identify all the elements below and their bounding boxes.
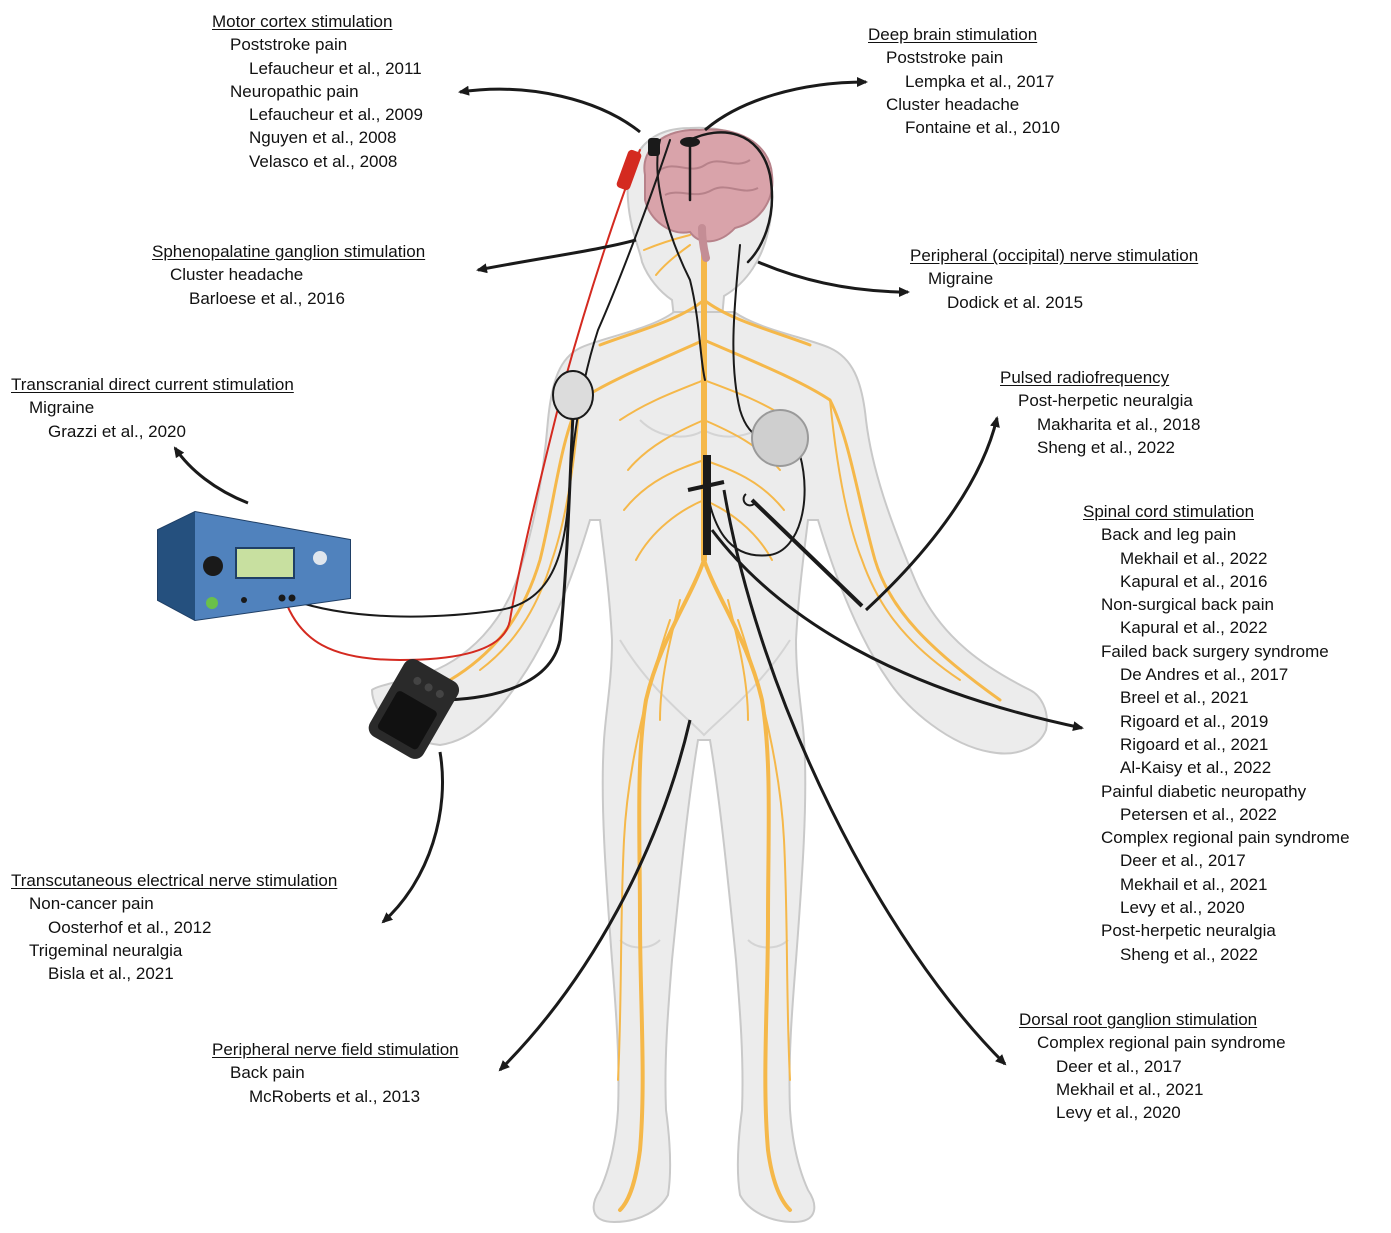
condition-label: Painful diabetic neuropathy xyxy=(1083,780,1350,803)
condition-label: Back and leg pain xyxy=(1083,523,1350,546)
citation-label: Levy et al., 2020 xyxy=(1083,896,1350,919)
spinal-cord-electrode xyxy=(703,455,711,555)
dbs-burr-cap xyxy=(680,137,700,147)
arrow-occipital xyxy=(758,262,908,292)
deep-brain-heading: Deep brain stimulation xyxy=(868,23,1060,46)
sphenopalatine-heading: Sphenopalatine ganglion stimulation xyxy=(152,240,425,263)
tdcs-screen xyxy=(236,548,294,578)
spinal-cord-heading: Spinal cord stimulation xyxy=(1083,500,1350,523)
citation-label: Lefaucheur et al., 2009 xyxy=(212,103,423,126)
sphenopalatine-block: Sphenopalatine ganglion stimulation Clus… xyxy=(152,240,425,310)
condition-label: Cluster headache xyxy=(868,93,1060,116)
citation-label: Mekhail et al., 2021 xyxy=(1019,1078,1286,1101)
condition-label: Complex regional pain syndrome xyxy=(1083,826,1350,849)
pulsed-rf-block: Pulsed radiofrequency Post-herpetic neur… xyxy=(1000,366,1200,459)
citation-label: Mekhail et al., 2021 xyxy=(1083,873,1350,896)
tdcs-heading: Transcranial direct current stimulation xyxy=(11,373,294,396)
pnfs-heading: Peripheral nerve field stimulation xyxy=(212,1038,459,1061)
condition-label: Complex regional pain syndrome xyxy=(1019,1031,1286,1054)
citation-label: Grazzi et al., 2020 xyxy=(11,420,294,443)
scalp-electrode-black xyxy=(648,138,660,156)
citation-label: Fontaine et al., 2010 xyxy=(868,116,1060,139)
implanted-pulse-generator xyxy=(752,410,808,466)
citation-label: Rigoard et al., 2021 xyxy=(1083,733,1350,756)
pulsed-rf-heading: Pulsed radiofrequency xyxy=(1000,366,1200,389)
citation-label: De Andres et al., 2017 xyxy=(1083,663,1350,686)
occipital-block: Peripheral (occipital) nerve stimulation… xyxy=(910,244,1198,314)
citation-label: Kapural et al., 2016 xyxy=(1083,570,1350,593)
condition-label: Non-surgical back pain xyxy=(1083,593,1350,616)
citation-label: Deer et al., 2017 xyxy=(1019,1055,1286,1078)
condition-label: Poststroke pain xyxy=(868,46,1060,69)
tdcs-port-1 xyxy=(279,595,286,602)
condition-label: Cluster headache xyxy=(152,263,425,286)
citation-label: Makharita et al., 2018 xyxy=(1000,413,1200,436)
citation-label: Velasco et al., 2008 xyxy=(212,150,423,173)
condition-label: Migraine xyxy=(910,267,1198,290)
citation-label: Kapural et al., 2022 xyxy=(1083,616,1350,639)
condition-label: Migraine xyxy=(11,396,294,419)
tdcs-port-2 xyxy=(289,595,296,602)
citation-label: Rigoard et al., 2019 xyxy=(1083,710,1350,733)
motor-cortex-block: Motor cortex stimulation Poststroke pain… xyxy=(212,10,423,173)
condition-label: Non-cancer pain xyxy=(11,892,337,915)
pnfs-block: Peripheral nerve field stimulation Back … xyxy=(212,1038,459,1108)
tdcs-block: Transcranial direct current stimulation … xyxy=(11,373,294,443)
citation-label: Breel et al., 2021 xyxy=(1083,686,1350,709)
condition-label: Neuropathic pain xyxy=(212,80,423,103)
condition-label: Poststroke pain xyxy=(212,33,423,56)
citation-label: Mekhail et al., 2022 xyxy=(1083,547,1350,570)
occipital-heading: Peripheral (occipital) nerve stimulation xyxy=(910,244,1198,267)
drg-heading: Dorsal root ganglion stimulation xyxy=(1019,1008,1286,1031)
citation-label: Nguyen et al., 2008 xyxy=(212,126,423,149)
citation-label: Dodick et al. 2015 xyxy=(910,291,1198,314)
citation-label: Al-Kaisy et al., 2022 xyxy=(1083,756,1350,779)
citation-label: McRoberts et al., 2013 xyxy=(212,1085,459,1108)
citation-label: Oosterhof et al., 2012 xyxy=(11,916,337,939)
citation-label: Deer et al., 2017 xyxy=(1083,849,1350,872)
condition-label: Post-herpetic neuralgia xyxy=(1083,919,1350,942)
arrow-sphenopalatine xyxy=(478,240,636,270)
citation-label: Lempka et al., 2017 xyxy=(868,70,1060,93)
citation-label: Barloese et al., 2016 xyxy=(152,287,425,310)
condition-label: Trigeminal neuralgia xyxy=(11,939,337,962)
citation-label: Levy et al., 2020 xyxy=(1019,1101,1286,1124)
arrow-motor-cortex xyxy=(460,89,640,132)
citation-label: Bisla et al., 2021 xyxy=(11,962,337,985)
citation-label: Petersen et al., 2022 xyxy=(1083,803,1350,826)
arrow-deep-brain xyxy=(705,82,866,130)
arrow-tens xyxy=(383,752,443,922)
tens-block: Transcutaneous electrical nerve stimulat… xyxy=(11,869,337,985)
drg-block: Dorsal root ganglion stimulation Complex… xyxy=(1019,1008,1286,1124)
condition-label: Back pain xyxy=(212,1061,459,1084)
condition-label: Post-herpetic neuralgia xyxy=(1000,389,1200,412)
tdcs-button xyxy=(241,597,247,603)
body-silhouette xyxy=(372,312,1047,1222)
tens-pad xyxy=(553,371,593,419)
spinal-cord-block: Spinal cord stimulation Back and leg pai… xyxy=(1083,500,1350,966)
condition-label: Failed back surgery syndrome xyxy=(1083,640,1350,663)
tdcs-dial xyxy=(313,551,327,565)
citation-label: Sheng et al., 2022 xyxy=(1000,436,1200,459)
tdcs-knob xyxy=(203,556,223,576)
motor-cortex-heading: Motor cortex stimulation xyxy=(212,10,423,33)
citation-label: Sheng et al., 2022 xyxy=(1083,943,1350,966)
brainstem xyxy=(702,228,706,258)
arrow-tdcs xyxy=(175,448,248,503)
tens-heading: Transcutaneous electrical nerve stimulat… xyxy=(11,869,337,892)
citation-label: Lefaucheur et al., 2011 xyxy=(212,57,423,80)
tdcs-device xyxy=(158,512,350,620)
tdcs-power-light xyxy=(206,597,218,609)
